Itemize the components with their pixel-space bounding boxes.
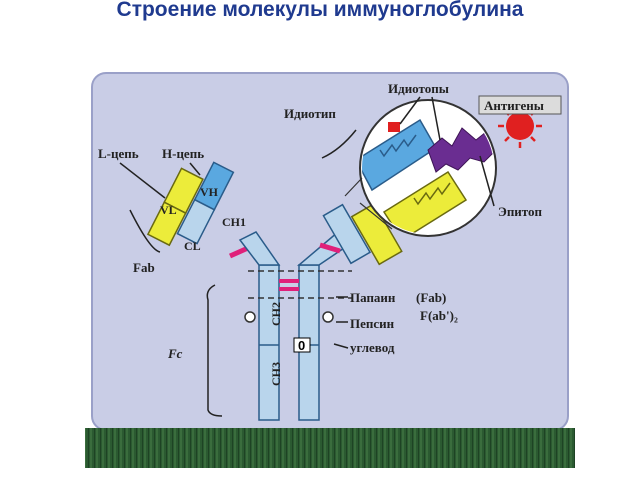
counter-value: 0 (298, 338, 305, 353)
pepsin-label: Пепсин (350, 316, 395, 331)
fc-label: Fc (167, 346, 183, 361)
disulfide-bond-right (319, 242, 341, 254)
fc-heavy-chain-left (258, 264, 280, 421)
light-chain-right-arm (350, 202, 403, 266)
zoom-line-2 (344, 177, 363, 197)
epitope-blob (427, 127, 494, 173)
fab-label: Fab (133, 260, 155, 275)
disulfide-bond-left (228, 245, 250, 259)
antigens-label-box (478, 95, 562, 115)
zoom-line-1 (359, 202, 393, 230)
ch1-domain-left (176, 198, 216, 245)
magnified-contents (362, 118, 494, 234)
l-chain-label: L-цепь (98, 146, 139, 161)
pointer-lines (119, 96, 495, 417)
page-title: Строение молекулы иммуноглобулина (116, 0, 524, 21)
left-fab-arm (146, 161, 235, 247)
heavy-chain-right-arm (322, 203, 372, 265)
counter-box (293, 337, 311, 353)
ch1-label: CH1 (222, 215, 246, 229)
magnified-vh-teeth (379, 134, 417, 158)
magnified-vl-teeth (413, 182, 451, 206)
h-chain-label: H-цепь (162, 146, 204, 161)
idiotype-label: Идиотип (284, 106, 336, 121)
cl-label: CL (184, 239, 201, 253)
epitope-label: Эпитоп (498, 204, 543, 219)
cl-domain (146, 201, 187, 247)
ch2-label: CH2 (269, 302, 283, 326)
fab-paren-label: (Fab) (416, 290, 446, 305)
papain-label: Папаин (350, 290, 396, 305)
idiotopes-label: Идиотопы (388, 81, 449, 96)
vl-label: VL (160, 203, 177, 217)
fab2-label: F(ab')₂ (420, 308, 458, 323)
vh-label: VH (200, 185, 219, 199)
carbohydrate-label: углевод (350, 340, 395, 355)
antigens-label: Антигены (484, 98, 544, 113)
carbohydrate-right-icon (322, 311, 334, 323)
carbohydrate-left-icon (244, 311, 256, 323)
footer-band (85, 428, 575, 468)
idiotope-mark (388, 122, 400, 132)
ch3-label: CH3 (269, 362, 283, 386)
hinge-left (238, 231, 281, 266)
right-fab-arm (322, 202, 403, 266)
